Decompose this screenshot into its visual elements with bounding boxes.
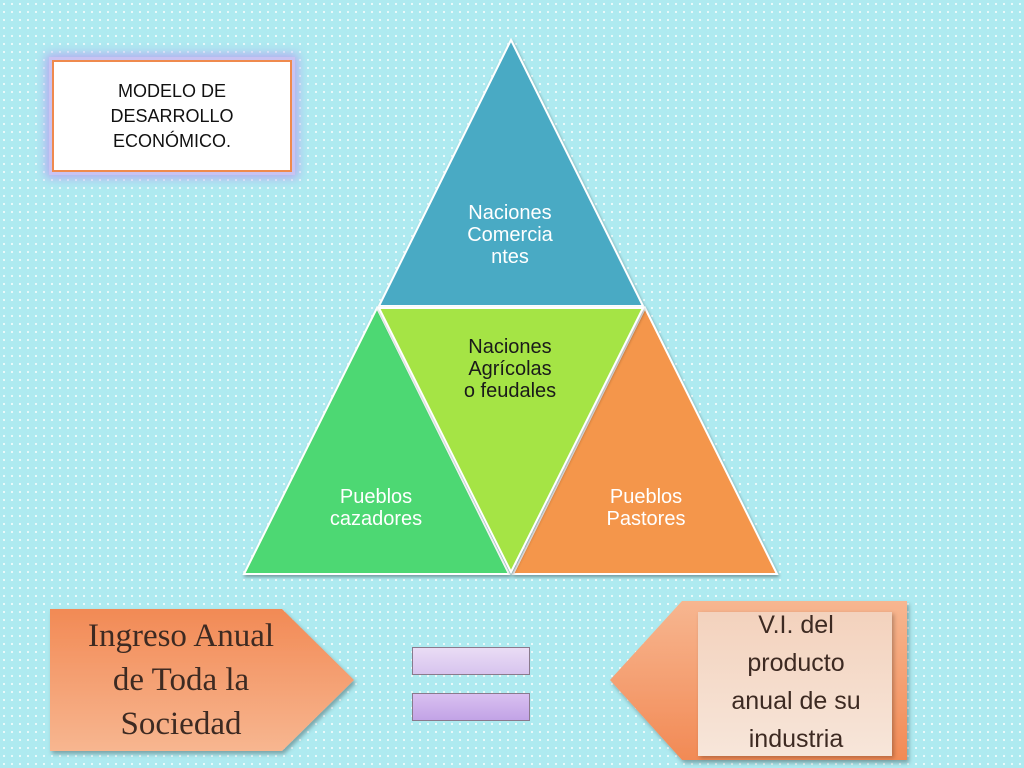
pyramid-center-segment: [377, 307, 645, 575]
pyramid-bottom-right-label: Pueblos Pastores: [606, 486, 686, 530]
pyramid-center-label: Naciones Agrícolas o feudales: [463, 336, 557, 402]
pyramid-bottom-left-label: Pueblos cazadores: [329, 486, 423, 530]
pyramid-top-segment: [377, 37, 645, 307]
left-callout-text: Ingreso Anual de Toda la Sociedad: [87, 618, 275, 742]
left-callout-arrow: [50, 609, 354, 751]
pyramid-bottom-left-segment: [242, 305, 511, 575]
right-callout-inner-box: [698, 612, 892, 756]
right-callout-text: V.I. del producto anual de su industria: [731, 611, 861, 753]
equals-top-bar: [412, 647, 530, 675]
pyramid-top-label: Naciones Comercia ntes: [467, 202, 553, 268]
equals-bottom-bar: [412, 693, 530, 721]
title-box: MODELO DE DESARROLLO ECONÓMICO.: [52, 60, 292, 172]
pyramid-bottom-right-segment: [511, 305, 779, 575]
title-text: MODELO DE DESARROLLO ECONÓMICO.: [110, 80, 234, 151]
